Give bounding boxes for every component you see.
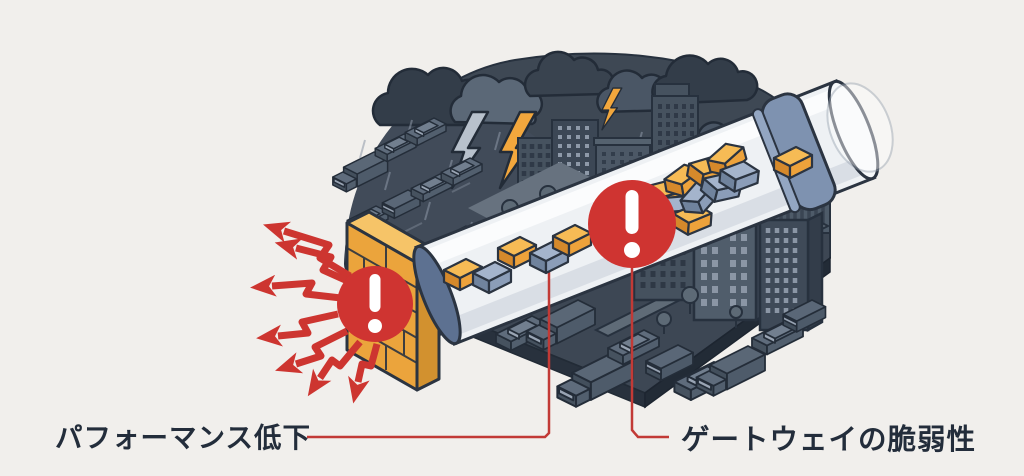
burst-arrows-icon bbox=[348, 343, 381, 404]
burst-arrows-icon bbox=[275, 327, 349, 374]
building bbox=[593, 137, 653, 146]
burst-arrows-icon bbox=[307, 339, 363, 397]
leader-line-gateway bbox=[630, 250, 669, 439]
burst-arrows-icon bbox=[250, 274, 342, 302]
tube-glass-dome bbox=[826, 82, 894, 173]
traffic-jam-upper bbox=[332, 117, 483, 287]
tree bbox=[656, 286, 743, 334]
label-performance-degradation: パフォーマンス低下 bbox=[55, 422, 311, 454]
performance-warning-badge bbox=[337, 266, 413, 342]
burst-arrows-icon bbox=[262, 221, 352, 280]
tube-opening bbox=[827, 79, 880, 181]
label-gateway-vulnerability: ゲートウェイの脆弱性 bbox=[681, 423, 976, 456]
leader-line-performance bbox=[307, 258, 551, 439]
leader-lines bbox=[307, 250, 669, 439]
burst-arrows-icon bbox=[256, 310, 339, 347]
burst-arrows-icon bbox=[274, 238, 354, 287]
gateway-warning-badge bbox=[588, 180, 676, 268]
burst-arrows bbox=[250, 221, 381, 404]
